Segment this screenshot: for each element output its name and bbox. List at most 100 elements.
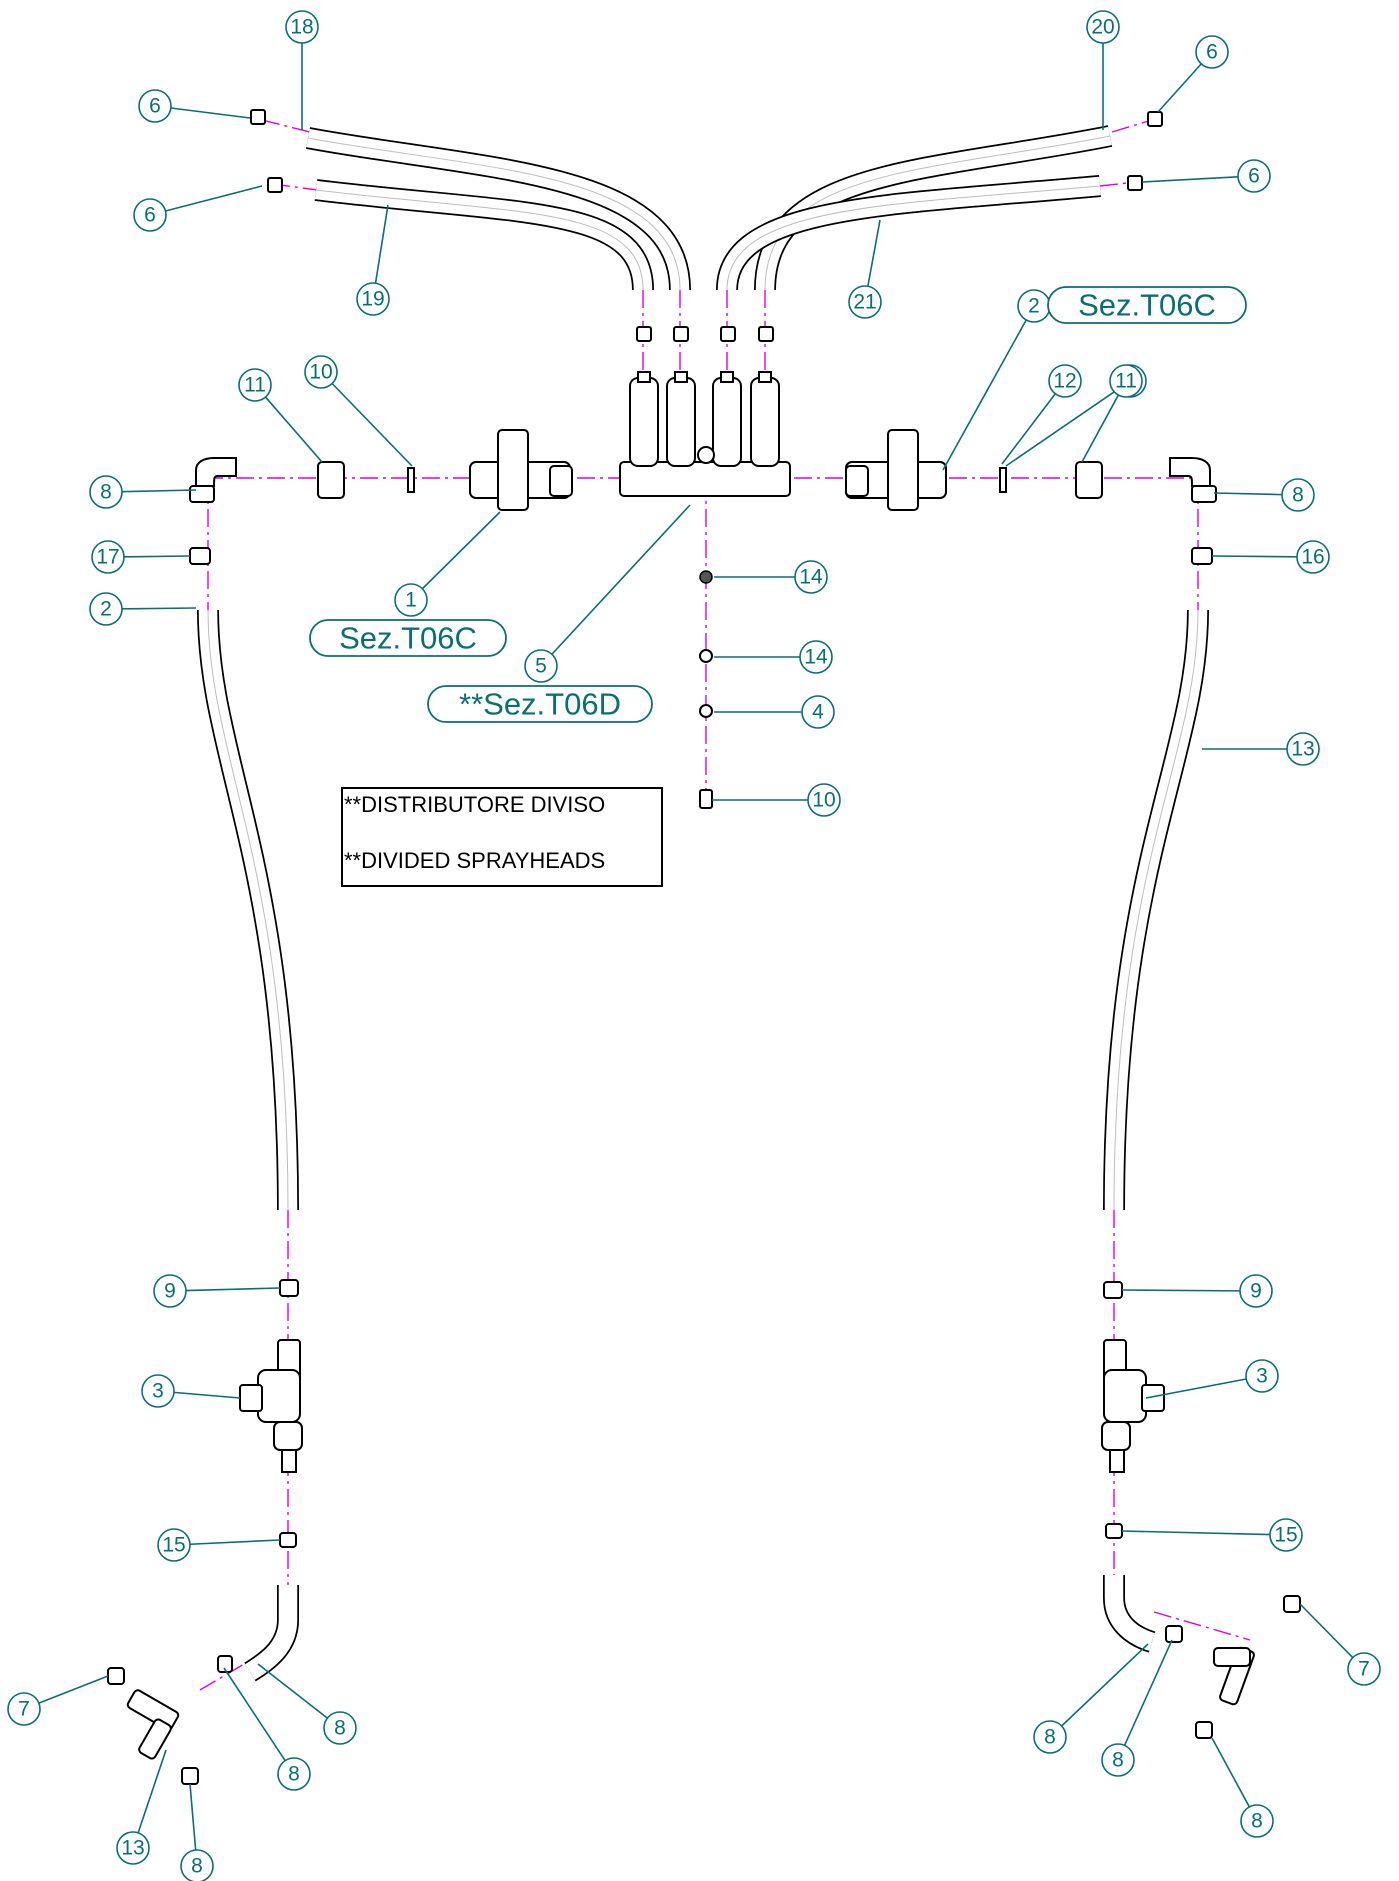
callout-7: 7: [7, 1675, 109, 1726]
ref-sez-t06c-left: Sez.T06C: [309, 619, 507, 657]
callout-number: 15: [162, 1534, 185, 1557]
callout-circle: [157, 1528, 191, 1562]
callout-circle: [1101, 1743, 1135, 1777]
callout-number: 13: [1291, 738, 1314, 761]
callout-number: 10: [812, 789, 835, 812]
callout-number: 14: [799, 566, 823, 589]
hose-18: [305, 127, 691, 291]
callout-circle: [1269, 1518, 1303, 1552]
callout-8: 8: [257, 1663, 357, 1745]
sprayhead-distributor: [619, 371, 791, 497]
callout-8: 8: [223, 1667, 311, 1791]
callout-15: 15: [157, 1528, 281, 1562]
callout-4: 4: [714, 695, 835, 729]
callout-circle: [141, 1374, 175, 1408]
callout-circle: [356, 282, 390, 316]
callout-8: 8: [1101, 1639, 1173, 1777]
callout-9: 9: [1121, 1274, 1273, 1308]
callout-number: 17: [96, 546, 119, 569]
gasket-stack: [699, 570, 713, 809]
callout-number: 9: [164, 1280, 176, 1303]
leader-line: [1001, 393, 1056, 465]
callout-circle: [1286, 732, 1320, 766]
center-axes: [199, 119, 1251, 1691]
callout-circle: [1281, 478, 1315, 512]
callout-number: 7: [1358, 1658, 1370, 1681]
callout-9: 9: [153, 1274, 281, 1308]
callout-10: 10: [304, 355, 413, 467]
leader-line: [942, 319, 1027, 471]
leader-line: [223, 1667, 286, 1762]
ref-label: **Sez.T06D: [459, 687, 621, 722]
callout-10: 10: [712, 783, 841, 817]
callout-7: 7: [1299, 1603, 1381, 1686]
callout-circle: [794, 560, 828, 594]
callout-circle: [180, 1849, 214, 1881]
callout-circle: [323, 1711, 357, 1745]
callout-circle: [1109, 364, 1143, 398]
callout-number: 6: [149, 95, 161, 118]
callout-16: 16: [1211, 540, 1330, 574]
leader-line: [867, 219, 881, 287]
hose-17: [197, 609, 299, 1211]
callout-circle: [89, 475, 123, 509]
callout-number: 13: [121, 1837, 144, 1860]
long-hoses: [197, 609, 1209, 1682]
callout-number: 3: [152, 1380, 164, 1403]
callout-8: 8: [1033, 1643, 1149, 1754]
callout-number: 15: [1274, 1524, 1297, 1547]
callout-number: 7: [18, 1698, 30, 1721]
callout-11: 11: [1081, 364, 1143, 463]
callout-5: 5: [524, 504, 691, 683]
callout-number: 11: [244, 374, 266, 397]
callout-20: 20: [1086, 10, 1120, 130]
callout-circle: [89, 592, 123, 626]
callout-number: 6: [144, 204, 156, 227]
hose-20: [754, 125, 1113, 291]
callout-circle: [277, 1757, 311, 1791]
leader-line: [264, 396, 323, 463]
leader-line: [1211, 1737, 1251, 1808]
ref-sez-t06c-top-right: Sez.T06C: [1047, 286, 1247, 324]
callout-15: 15: [1121, 1518, 1303, 1552]
callout-14: 14: [714, 560, 828, 594]
callout-circle: [848, 285, 882, 319]
leader-line: [1157, 63, 1202, 113]
callout-number: 8: [334, 1717, 346, 1740]
callout-circle: [524, 649, 558, 683]
hose-16: [1103, 609, 1209, 1211]
callout-3: 3: [1145, 1359, 1279, 1399]
leader-line: [1141, 176, 1239, 183]
leader-line: [173, 1391, 241, 1399]
callout-11: 11: [238, 368, 323, 463]
callout-number: 11: [1115, 370, 1137, 393]
callout-number: 12: [1053, 370, 1076, 393]
callout-number: 8: [1251, 1810, 1263, 1833]
callout-number: 10: [309, 361, 332, 384]
callout-number: 18: [290, 16, 313, 39]
callout-number: 8: [100, 481, 112, 504]
callout-12: 12: [1001, 364, 1082, 465]
callout-13: 13: [1202, 732, 1320, 766]
callout-circle: [1239, 1274, 1273, 1308]
callout-circle: [1240, 1804, 1274, 1838]
callout-number: 8: [288, 1763, 300, 1786]
section-valves: [469, 429, 947, 511]
callout-circle: [1237, 159, 1271, 193]
callout-circle: [1048, 364, 1082, 398]
leader-line: [1081, 394, 1120, 463]
elbows-and-nuts: [189, 457, 1217, 503]
callout-number: 8: [1112, 1749, 1124, 1772]
leader-line: [165, 185, 263, 212]
callout-6: 6: [1157, 35, 1229, 113]
callout-number: 6: [1248, 165, 1260, 188]
note-box: **DISTRIBUTORE DIVISO **DIVIDED SPRAYHEA…: [341, 787, 663, 887]
leader-line: [38, 1675, 109, 1704]
leader-line: [257, 1663, 328, 1719]
leader-line: [374, 204, 389, 284]
upper-hoses: [305, 125, 1113, 291]
hose-15-right: [1103, 1575, 1156, 1653]
leader-line: [421, 511, 501, 590]
callout-number: 8: [191, 1855, 203, 1878]
callout-circle: [285, 10, 319, 44]
